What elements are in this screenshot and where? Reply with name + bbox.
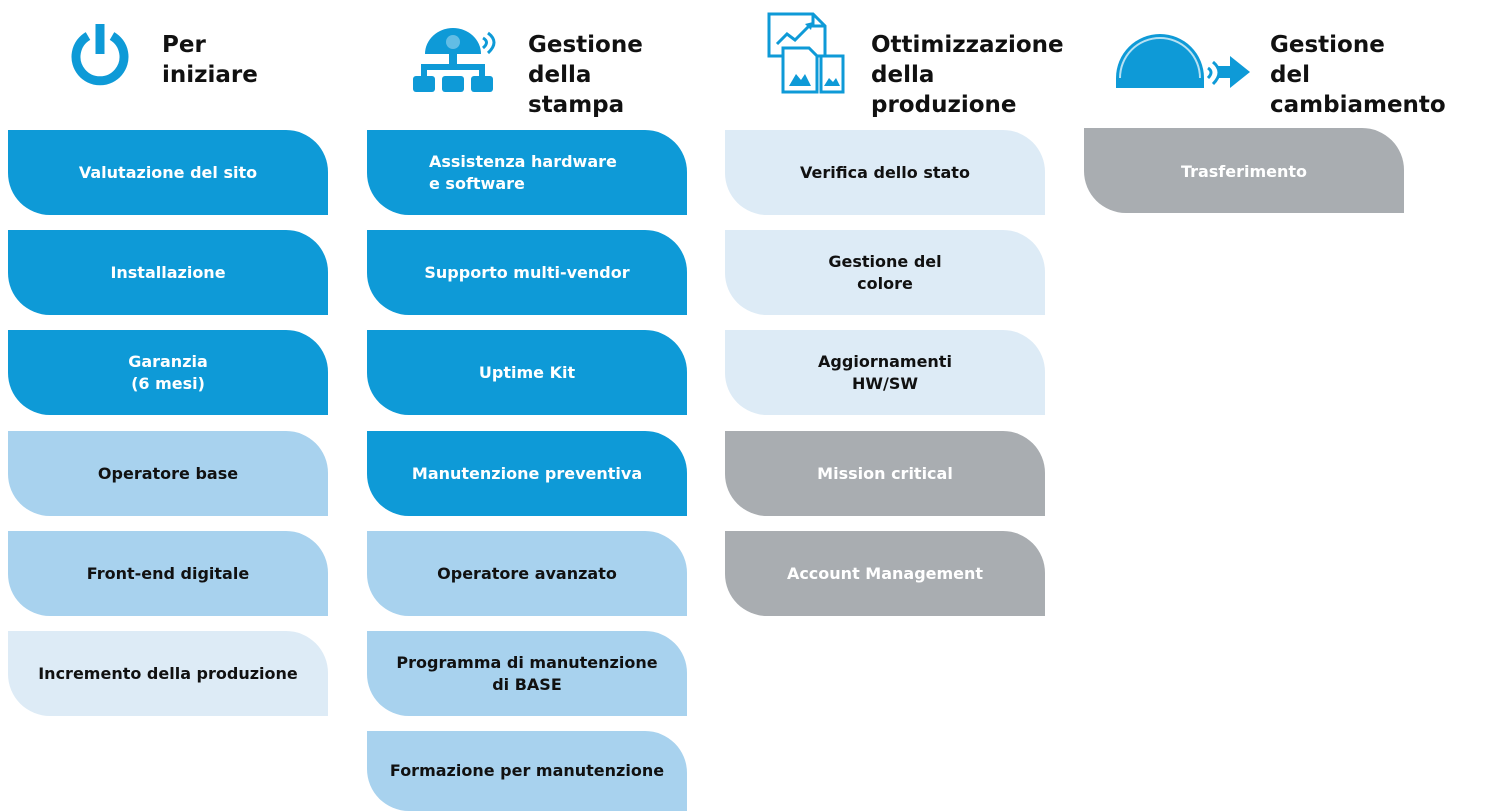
item-valutazione-del-sito: Valutazione del sito xyxy=(8,130,328,215)
item-label: Garanzia (6 mesi) xyxy=(128,351,208,393)
item-assistenza-hardware: Assistenza hardware e software xyxy=(367,130,687,215)
item-label: Supporto multi-vendor xyxy=(424,262,630,282)
item-label: Manutenzione preventiva xyxy=(411,463,643,483)
column-header: Gestione del cambiamento xyxy=(1084,8,1446,118)
item-label: Mission critical xyxy=(817,463,953,483)
item-incremento-della-produzione: Incremento della produzione xyxy=(8,631,328,716)
item-manutenzione-preventiva: Manutenzione preventiva xyxy=(367,431,687,516)
item-label: Valutazione del sito xyxy=(78,162,258,182)
column-title: Gestione del cambiamento xyxy=(1270,32,1446,118)
item-label: Programma di manutenzione di BASE xyxy=(396,652,658,694)
power-icon xyxy=(70,22,130,86)
item-account-management: Account Management xyxy=(725,531,1045,616)
item-label: Operatore avanzato xyxy=(437,563,617,583)
item-label: Front-end digitale xyxy=(86,563,250,583)
item-operatore-avanzato: Operatore avanzato xyxy=(367,531,687,616)
item-gestione-del-colore: Gestione del colore xyxy=(725,230,1045,315)
item-uptime-kit: Uptime Kit xyxy=(367,330,687,415)
column-header: Per iniziare xyxy=(8,8,328,118)
item-label: Incremento della produzione xyxy=(38,663,298,683)
item-programma-di-manutenzione: Programma di manutenzione di BASE xyxy=(367,631,687,716)
item-label: Trasferimento xyxy=(1180,162,1308,181)
column-title: Ottimizzazione della produzione xyxy=(871,32,1064,118)
item-label: Gestione del colore xyxy=(828,251,942,293)
item-label: Uptime Kit xyxy=(478,362,576,382)
item-label: Installazione xyxy=(110,262,226,282)
item-label: Assistenza hardware e software xyxy=(429,151,617,193)
item-garanzia: Garanzia (6 mesi) xyxy=(8,330,328,415)
column-title: Per iniziare xyxy=(162,32,258,88)
column-header: Gestione della stampa xyxy=(367,8,687,118)
item-aggiornamenti-hw-sw: Aggiornamenti HW/SW xyxy=(725,330,1045,415)
item-installazione: Installazione xyxy=(8,230,328,315)
column-title: Gestione della stampa xyxy=(528,32,643,118)
item-label: Operatore base xyxy=(97,463,239,483)
item-label: Account Management xyxy=(786,563,984,583)
item-formazione-per-manutenzione: Formazione per manutenzione xyxy=(367,731,687,811)
item-verifica-dello-stato: Verifica dello stato xyxy=(725,130,1045,215)
item-label: Aggiornamenti HW/SW xyxy=(818,351,952,393)
item-label: Verifica dello stato xyxy=(800,162,970,182)
column-header: Ottimizzazione della produzione xyxy=(725,8,1064,118)
item-trasferimento: Trasferimento xyxy=(1084,128,1404,213)
item-operatore-base: Operatore base xyxy=(8,431,328,516)
network-icon xyxy=(413,22,503,94)
dome-arrow-icon xyxy=(1112,20,1260,96)
item-mission-critical: Mission critical xyxy=(725,431,1045,516)
item-supporto-multi-vendor: Supporto multi-vendor xyxy=(367,230,687,315)
item-label: Formazione per manutenzione xyxy=(389,761,665,780)
item-front-end-digitale: Front-end digitale xyxy=(8,531,328,616)
documents-chart-icon xyxy=(763,8,847,98)
